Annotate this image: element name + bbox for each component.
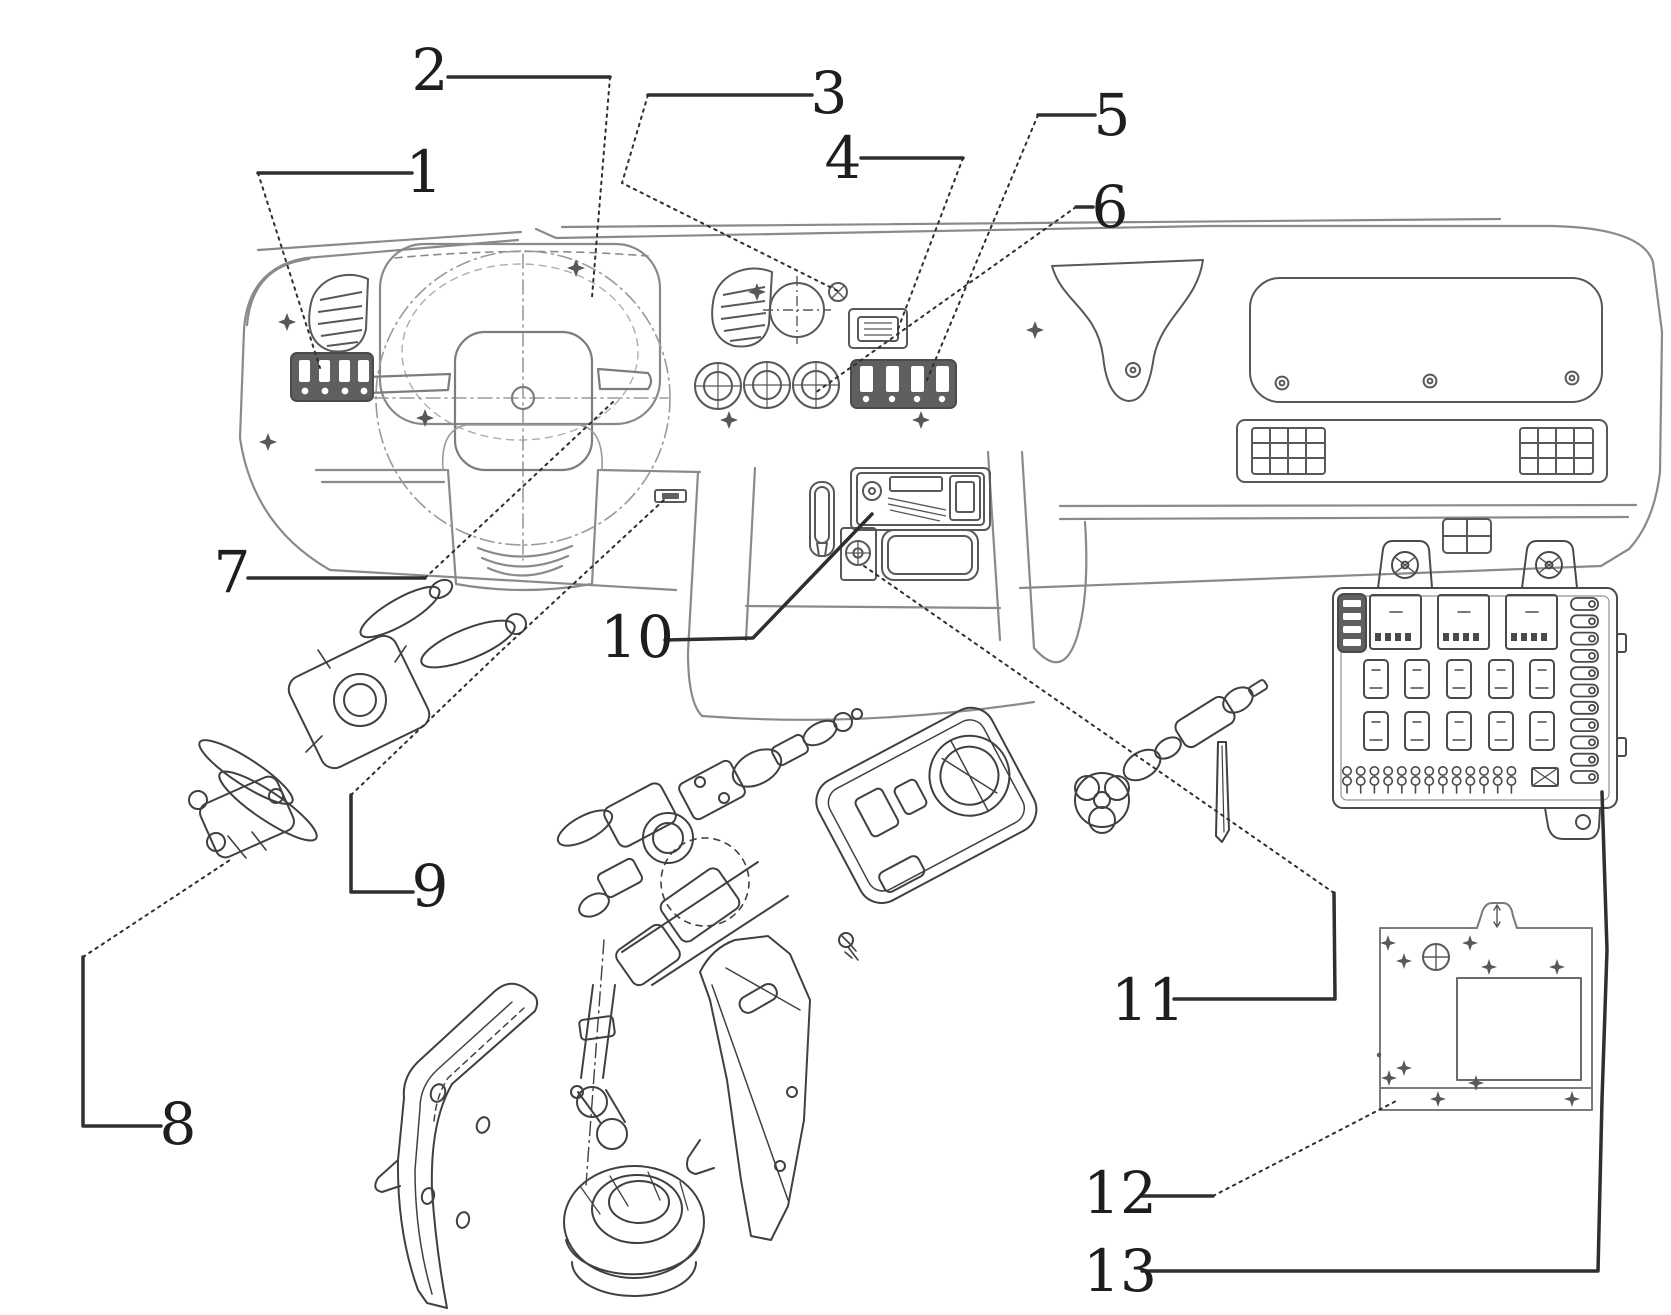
callout-leader-9 (349, 793, 415, 894)
alignment-stars (259, 259, 1044, 451)
universal-joint (570, 1085, 628, 1150)
panel-knob (828, 282, 848, 302)
combination-switch-assembly (188, 578, 527, 859)
callout-number-8: 8 (160, 1090, 197, 1158)
center-console (809, 467, 991, 581)
fuse-box-blade-column (1570, 597, 1599, 784)
mounting-plate (1376, 902, 1593, 1111)
callout-leader-dashed-5 (926, 114, 1039, 381)
callout-number-5: 5 (1094, 81, 1131, 149)
key-blade (1215, 741, 1230, 843)
right-funnel-pocket (1051, 259, 1204, 402)
callout-leader-10 (663, 512, 874, 642)
callout-leader-11 (1172, 891, 1337, 1001)
callout-leader-dashed-2 (591, 76, 611, 298)
dashboard-front-view (238, 217, 1664, 721)
rocker-switch-panel (850, 359, 957, 409)
callout-leader-dashed-9 (350, 497, 667, 796)
callout-leader-dashed-4 (897, 157, 964, 330)
callout-number-7: 7 (214, 538, 251, 606)
steering-column-assembly (556, 708, 863, 1297)
small-gauges (694, 361, 840, 410)
column-boot-ring (563, 1165, 705, 1297)
left-air-vent (308, 273, 369, 353)
console-tall-slot (809, 481, 835, 557)
radio (850, 467, 991, 531)
console-knob-unit (840, 527, 877, 581)
callout-leader-8 (81, 955, 163, 1128)
callout-leader-13 (1140, 790, 1609, 1273)
center-air-vent (711, 267, 773, 348)
callout-leader-dashed-1 (257, 172, 321, 369)
callout-number-4: 4 (825, 124, 862, 192)
column-shroud-cover (815, 706, 1038, 961)
callout-number-10: 10 (600, 603, 674, 671)
glovebox-latch (1442, 518, 1492, 554)
callout-leader-dashed-6 (814, 206, 1077, 394)
callout-number-12: 12 (1083, 1159, 1157, 1227)
panel-knob-cross (831, 285, 845, 299)
shroud-screw (838, 932, 859, 961)
callout-number-3: 3 (811, 59, 848, 127)
left-switch-panel (290, 352, 374, 402)
column-switch-unit (199, 775, 295, 859)
right-vent-strip (1236, 419, 1608, 483)
callout-leader-dashed-7 (424, 401, 614, 579)
callout-leader-dashed-11 (863, 565, 1335, 894)
fuse-box (1332, 540, 1627, 840)
lower-column-cover (374, 982, 539, 1309)
callout-number-2: 2 (412, 36, 449, 104)
clock-gauge (763, 276, 831, 344)
fuse-box-relays (1369, 594, 1558, 650)
callout-number-1: 1 (406, 138, 443, 206)
callout-number-9: 9 (412, 852, 449, 920)
callout-leader-dashed-12 (1212, 1099, 1399, 1197)
callout-leader-dashed-3 (621, 94, 839, 292)
column-support-bracket (686, 935, 811, 1241)
callout-number-11: 11 (1111, 966, 1185, 1034)
ignition-switch-and-key (1074, 679, 1269, 843)
callout-number-13: 13 (1083, 1237, 1157, 1305)
callout-number-6: 6 (1092, 173, 1129, 241)
fuse-box-mini-strip (1342, 765, 1517, 794)
glovebox-panel (1249, 277, 1603, 403)
console-pocket (881, 529, 979, 581)
callout-leader-dashed-8 (82, 857, 234, 958)
ignition-slot (654, 489, 687, 503)
radio-volume-knob (862, 481, 882, 501)
fuse-box-fuses (1363, 659, 1555, 751)
